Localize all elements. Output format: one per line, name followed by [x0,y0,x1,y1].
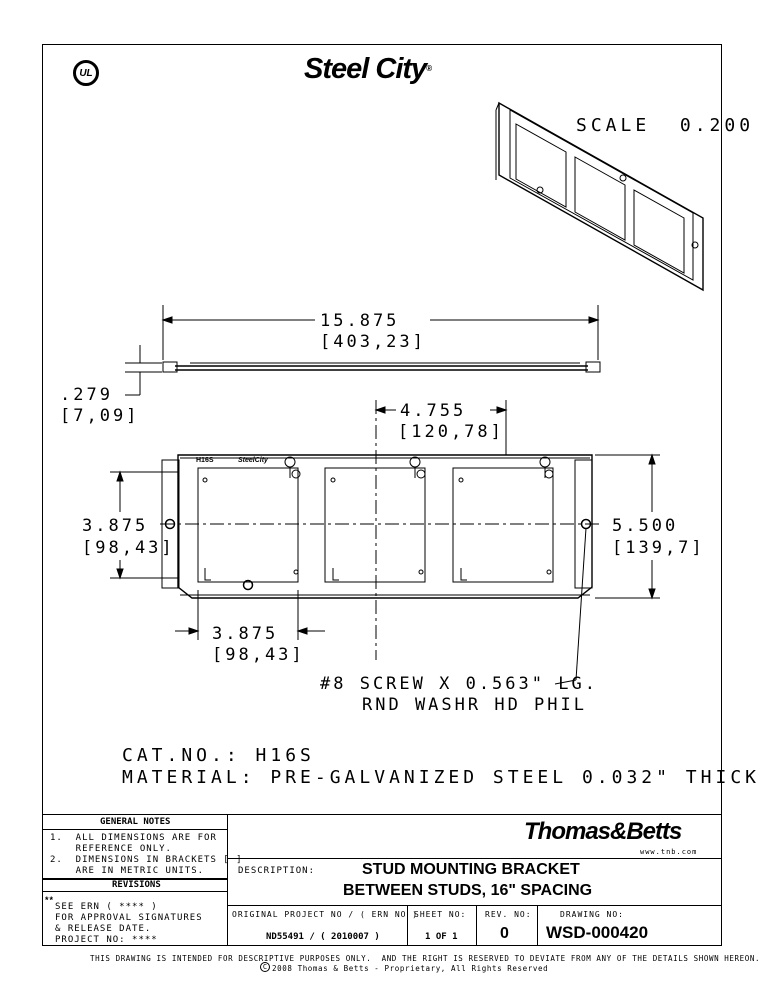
project-value: ND55491 / ( 2010007 ) [266,932,380,942]
copyright-icon: C [260,962,270,972]
sheet-label: SHEET NO: [414,910,467,919]
sheet-value: 1 OF 1 [425,932,458,942]
box-width-dim-mm: [98,43] [212,645,305,665]
screw-note-line1: #8 SCREW X 0.563" LG. [320,674,598,694]
ul-logo-text: UL [79,67,93,79]
project-label: ORIGINAL PROJECT NO / ( ERN NO ) [232,910,419,919]
rev-note-4: PROJECT NO: **** [55,935,158,945]
screw-note-line2: RND WASHR HD PHIL [362,695,587,715]
box-height-dim-mm: [98,43] [82,538,175,558]
note-line-2: REFERENCE ONLY. [50,844,172,854]
steel-city-logo: Steel City® [304,52,432,86]
spacing-dim: 4.755 [400,401,467,421]
ul-logo: UL [73,60,99,86]
part-logo-mark: SteelCity [238,457,268,464]
material-spec: MATERIAL: PRE-GALVANIZED STEEL 0.032" TH… [122,767,760,788]
height-dim: 5.500 [612,516,679,536]
drawing-value: WSD-000420 [546,923,649,942]
trademark-mark: ® [426,64,432,73]
front-view [160,454,600,599]
thickness-dim-mm: [7,09] [60,406,140,426]
drawing-no-cell [537,905,722,946]
rev-mark: ** [45,895,55,905]
description-line2: BETWEEN STUDS, 16" SPACING [343,882,593,899]
scale-label: SCALE 0.200 [576,115,755,136]
general-notes-header-line [42,814,228,830]
rev-note-3: & RELEASE DATE. [55,924,152,934]
note-line-3: 2. DIMENSIONS IN BRACKETS [ ] [50,855,243,865]
rev-label: REV. NO: [485,910,532,919]
rev-value: 0 [500,925,509,942]
copyright-letter: C [262,963,268,971]
length-dim-mm: [403,23] [320,332,426,352]
general-notes-cell [42,814,228,880]
box-width-dim: 3.875 [212,624,279,644]
catalog-number: CAT.NO.: H16S [122,745,315,766]
revisions-header: REVISIONS [112,880,161,890]
length-dim: 15.875 [320,311,400,331]
part-model-mark: H16S [196,457,214,464]
isometric-view [495,101,704,292]
drawing-label: DRAWING NO: [560,910,624,919]
general-notes-header: GENERAL NOTES [100,817,171,827]
description-line1: STUD MOUNTING BRACKET [362,861,580,878]
steel-city-logo-text: Steel City [304,53,427,85]
note-line-4: ARE IN METRIC UNITS. [50,866,205,876]
edge-view [162,361,601,373]
box-height-dim: 3.875 [82,516,149,536]
footer-disclaimer: THIS DRAWING IS INTENDED FOR DESCRIPTIVE… [90,954,761,963]
description-label: DESCRIPTION: [238,866,316,876]
rev-note-2: FOR APPROVAL SIGNATURES [55,913,203,923]
footer-copyright: 2008 Thomas & Betts - Proprietary, All R… [272,964,549,973]
thickness-dim: .279 [60,385,113,405]
note-line-1: 1. ALL DIMENSIONS ARE FOR [50,833,217,843]
company-logo: Thomas&Betts [524,818,682,845]
rev-note-1: SEE ERN ( **** ) [55,902,158,912]
company-website: www.tnb.com [640,848,698,856]
spacing-dim-mm: [120,78] [398,422,504,442]
height-dim-mm: [139,7] [612,538,705,558]
